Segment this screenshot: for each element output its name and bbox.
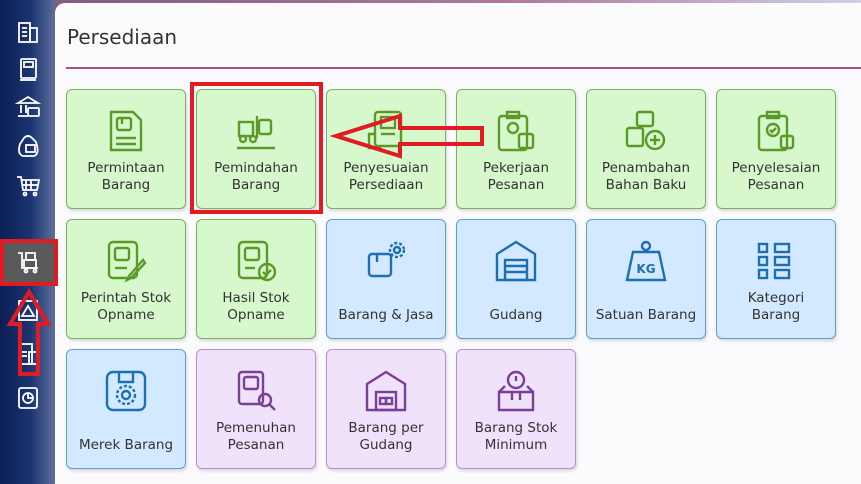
report-chart-icon — [18, 387, 38, 409]
tile-label: Barang & Jasa — [338, 307, 434, 323]
box-search-icon — [233, 368, 279, 414]
bank-icon — [14, 95, 42, 117]
sidebar-item-inventory[interactable] — [2, 240, 54, 284]
tile-label: Gudang — [489, 307, 543, 323]
boxes-plus-icon — [623, 108, 669, 154]
tile-label: Permintaan Barang — [87, 160, 165, 193]
up-arrow-annotation — [6, 288, 52, 376]
tile-label: Kategori Barang — [747, 290, 805, 323]
tile-gudang[interactable]: Gudang — [456, 219, 576, 339]
tile-barang-per-gudang[interactable]: Barang per Gudang — [326, 349, 446, 469]
page-title: Persediaan — [67, 25, 178, 49]
tile-merek-barang[interactable]: Merek Barang — [66, 349, 186, 469]
clipboard-check-icon — [753, 108, 799, 154]
tile-barang-stok-minimum[interactable]: Barang Stok Minimum — [456, 349, 576, 469]
tile-penambahan-bahan-baku[interactable]: Penambahan Bahan Baku — [586, 89, 706, 209]
tile-penyelesaian-pesanan[interactable]: Penyelesaian Pesanan — [716, 89, 836, 209]
brand-badge-icon — [103, 368, 149, 414]
tile-label: Barang per Gudang — [348, 420, 424, 453]
tile-perintah-stok-opname[interactable]: Perintah Stok Opname — [66, 219, 186, 339]
left-arrow-annotation — [330, 113, 484, 159]
box-pencil-icon — [103, 238, 149, 284]
box-gear-icon — [363, 238, 409, 284]
tile-pemenuhan-pesanan[interactable]: Pemenuhan Pesanan — [196, 349, 316, 469]
cart-icon — [17, 176, 41, 197]
sidebar-item-company[interactable] — [8, 14, 48, 50]
box-minimum-icon — [493, 368, 539, 414]
document-box-icon — [103, 108, 149, 154]
money-bag-icon — [18, 135, 39, 157]
warehouse-box-icon — [363, 368, 409, 414]
clipboard-gear-icon — [493, 108, 539, 154]
tile-hasil-stok-opname[interactable]: Hasil Stok Opname — [196, 219, 316, 339]
sidebar-item-report[interactable] — [8, 380, 48, 416]
tile-permintaan-barang[interactable]: Permintaan Barang — [66, 89, 186, 209]
tile-label: Pemindahan Barang — [214, 160, 298, 193]
tile-barang-jasa[interactable]: Barang & Jasa — [326, 219, 446, 339]
tile-kategori-barang[interactable]: Kategori Barang — [716, 219, 836, 339]
tile-label: Penyesuaian Persediaan — [343, 160, 429, 193]
tile-label: Penyelesaian Pesanan — [731, 160, 821, 193]
box-check-icon — [233, 238, 279, 284]
tile-pemindahan-barang[interactable]: Pemindahan Barang — [196, 89, 316, 209]
tile-penyesuaian-persediaan[interactable]: Penyesuaian Persediaan — [326, 89, 446, 209]
tile-label: Barang Stok Minimum — [474, 420, 558, 453]
sidebar-item-bank[interactable] — [8, 89, 48, 125]
tile-satuan-barang[interactable]: KG Satuan Barang — [586, 219, 706, 339]
weight-kg-icon: KG — [623, 238, 669, 284]
tile-label: Merek Barang — [78, 437, 174, 453]
tile-label: Hasil Stok Opname — [222, 290, 290, 323]
tile-label: Penambahan Bahan Baku — [601, 160, 691, 193]
inventory-cart-icon — [18, 252, 38, 274]
inventory-panel: Persediaan Permintaan Barang Pemindahan B… — [55, 3, 861, 484]
title-divider — [66, 67, 861, 69]
highlight-box-pemindahan — [190, 82, 323, 214]
building-icon — [18, 22, 38, 43]
book-icon — [20, 58, 37, 81]
tile-label: Perintah Stok Opname — [80, 290, 172, 323]
forklift-icon — [233, 108, 279, 154]
tile-pekerjaan-pesanan[interactable]: Pekerjaan Pesanan — [456, 89, 576, 209]
tile-label: Satuan Barang — [595, 307, 697, 323]
sidebar-item-purchase[interactable] — [8, 168, 48, 204]
sidebar-item-ledger[interactable] — [8, 51, 48, 87]
sidebar-item-receivable[interactable] — [8, 128, 48, 164]
highlight-box-sidebar — [0, 239, 58, 286]
tile-label: Pemenuhan Pesanan — [216, 420, 296, 453]
tile-label: Pekerjaan Pesanan — [482, 160, 549, 193]
category-list-icon — [753, 238, 799, 284]
warehouse-icon — [493, 238, 539, 284]
kg-text: KG — [636, 262, 655, 276]
